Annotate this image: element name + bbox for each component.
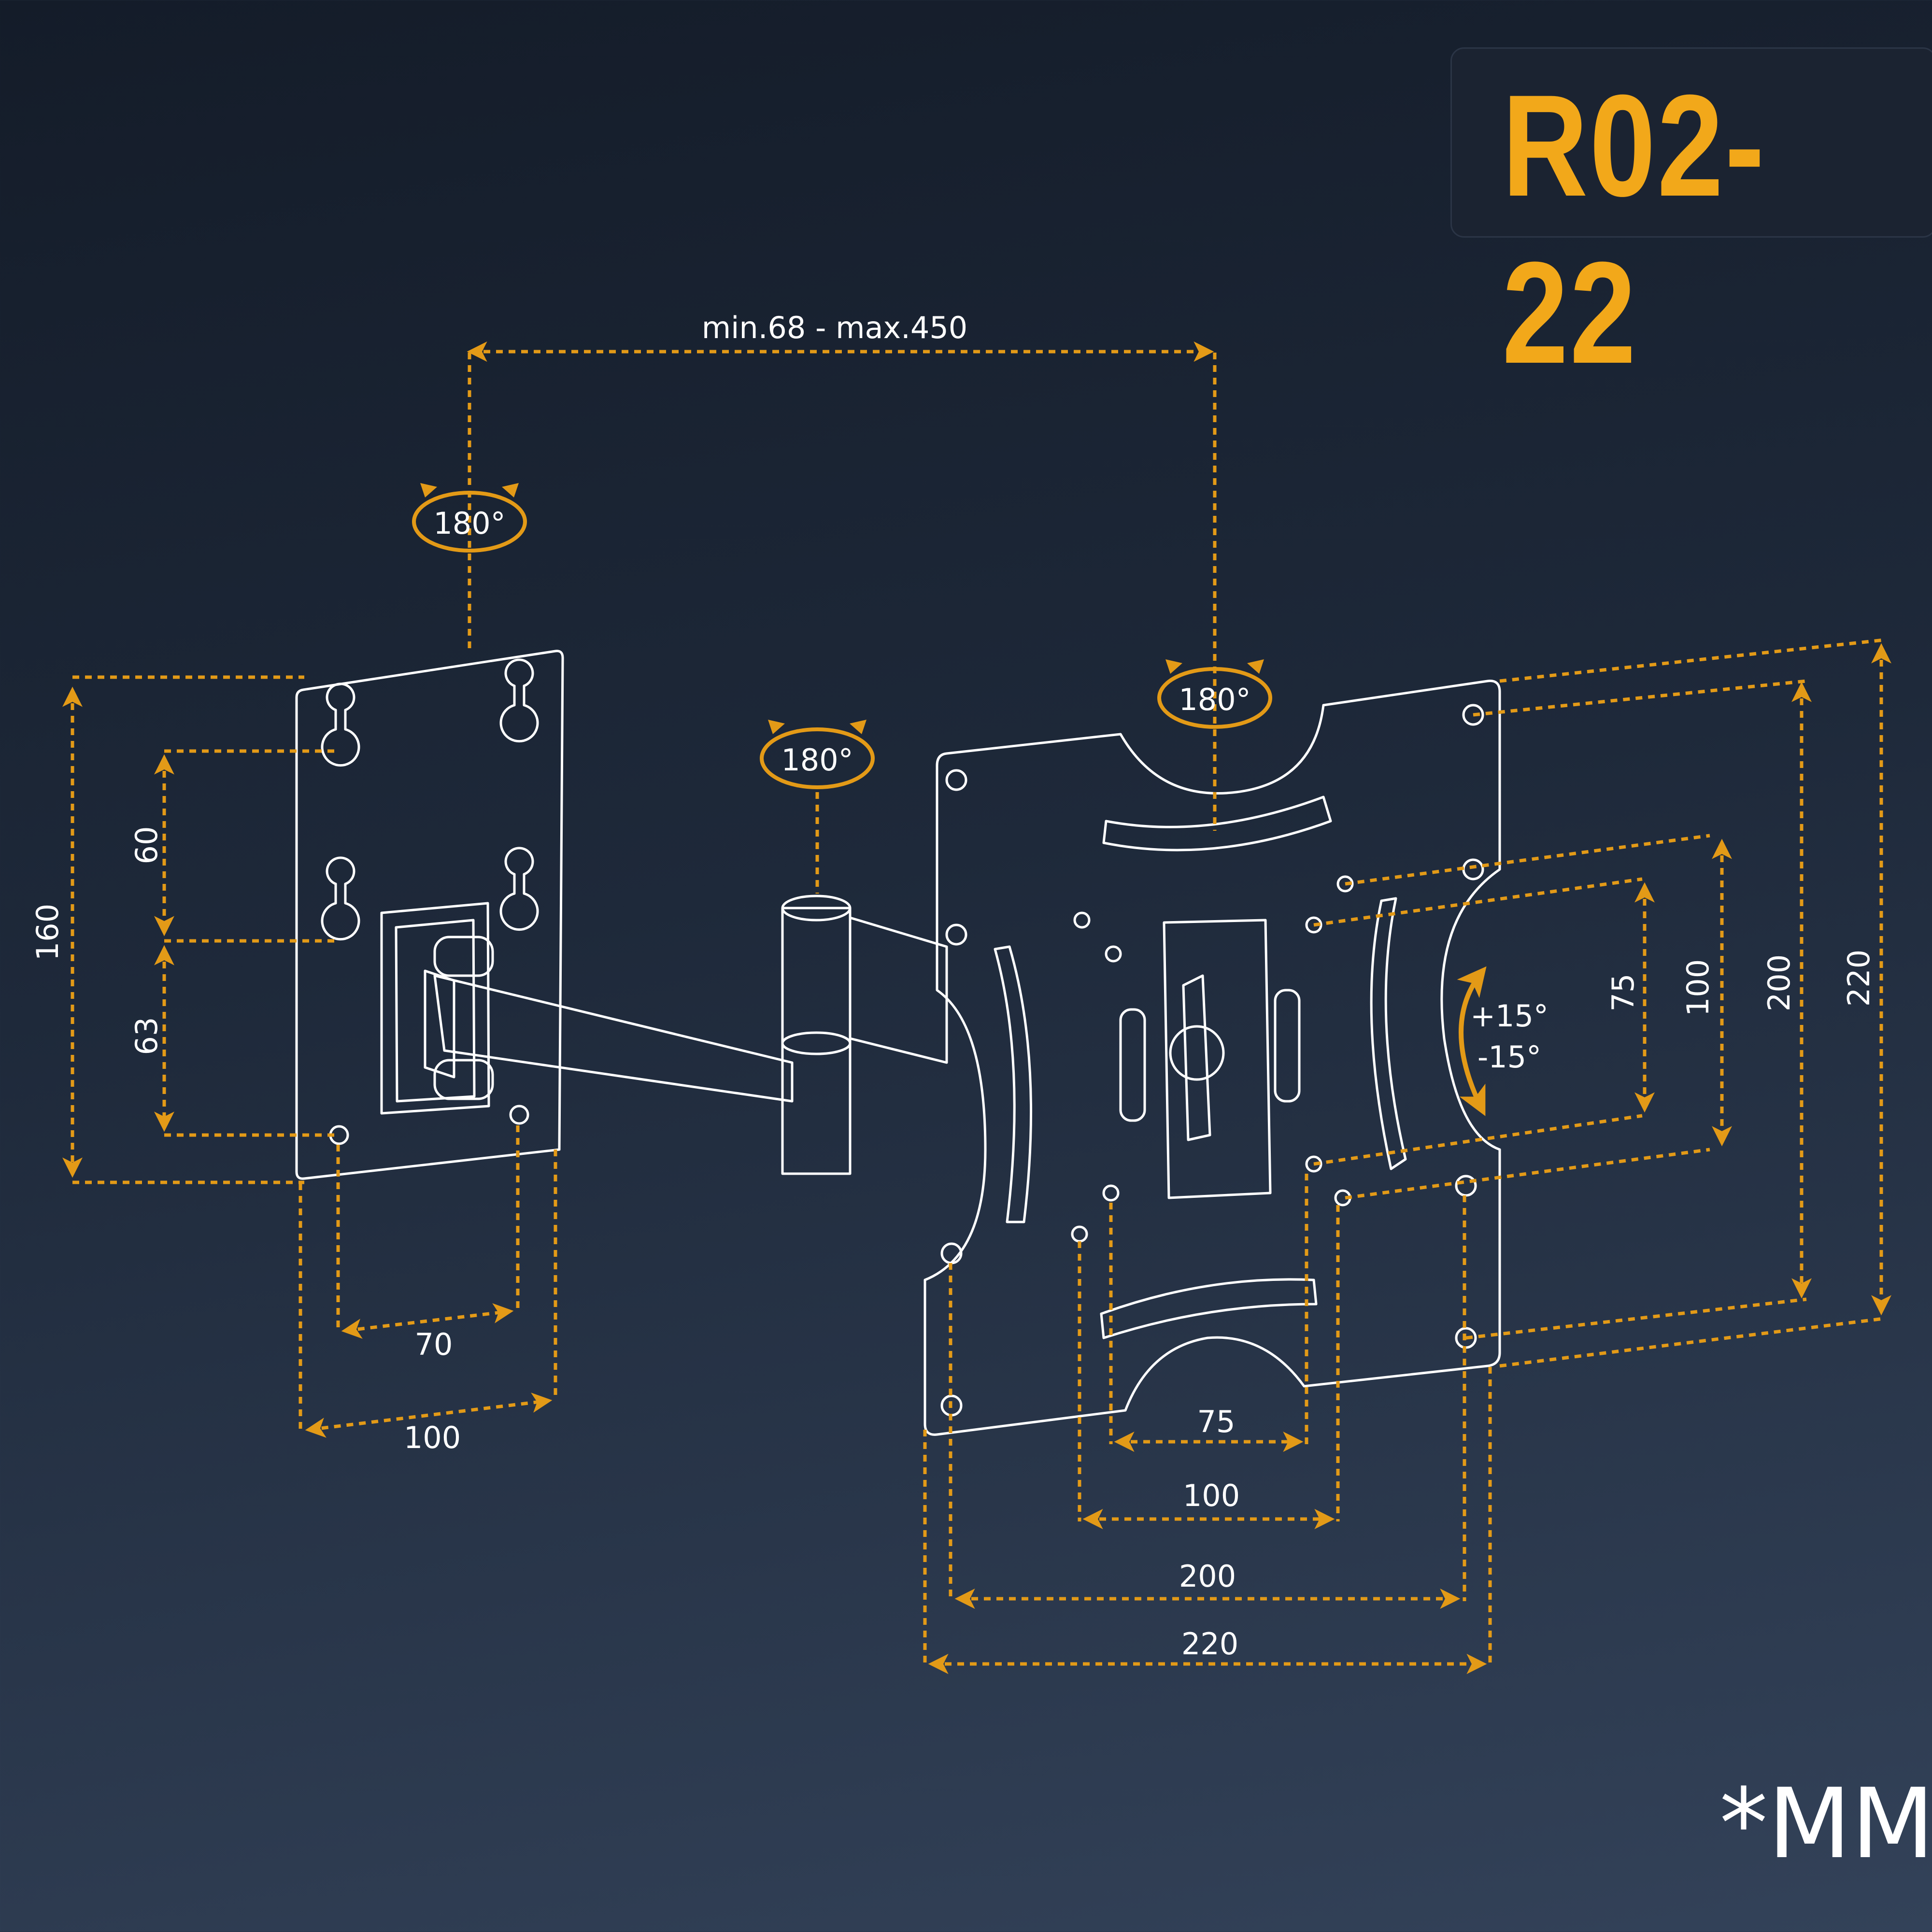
label-vesa-v-100: 100 [1680, 959, 1716, 1016]
keyhole-slots [321, 658, 539, 941]
label-wall-width-inner: 70 [415, 1327, 453, 1362]
label-arm-extension: min.68 - max.450 [702, 310, 967, 345]
wall-plate [295, 650, 564, 1180]
unit-note: *MM [1719, 1768, 1932, 1880]
dimension-labels: min.68 - max.450 180° 180° 180° +15° -15… [30, 310, 1876, 1662]
label-swivel-mid: 180° [781, 742, 853, 778]
model-title: R02-22 [1502, 64, 1766, 394]
label-wall-lower: 63 [129, 1017, 164, 1055]
label-tilt-up: +15° [1470, 998, 1548, 1034]
label-swivel-wall: 180° [433, 506, 505, 541]
model-badge [1450, 47, 1932, 238]
label-vesa-h-200: 200 [1179, 1559, 1236, 1594]
label-wall-height: 160 [30, 904, 65, 961]
label-vesa-v-220: 220 [1841, 950, 1876, 1007]
label-wall-width-outer: 100 [404, 1420, 461, 1455]
label-vesa-h-220: 220 [1181, 1626, 1238, 1662]
label-vesa-h-75: 75 [1197, 1404, 1236, 1439]
label-wall-upper: 60 [129, 826, 164, 865]
label-vesa-v-200: 200 [1762, 954, 1797, 1011]
label-vesa-h-100: 100 [1183, 1478, 1240, 1513]
dimension-lines [62, 341, 1891, 1674]
tv-plate [923, 680, 1501, 1436]
label-swivel-tv: 180° [1179, 682, 1250, 717]
label-tilt-down: -15° [1477, 1039, 1541, 1075]
label-vesa-v-75: 75 [1605, 974, 1641, 1012]
swing-arm [424, 895, 948, 1175]
rotation-indicators [412, 483, 1487, 1116]
